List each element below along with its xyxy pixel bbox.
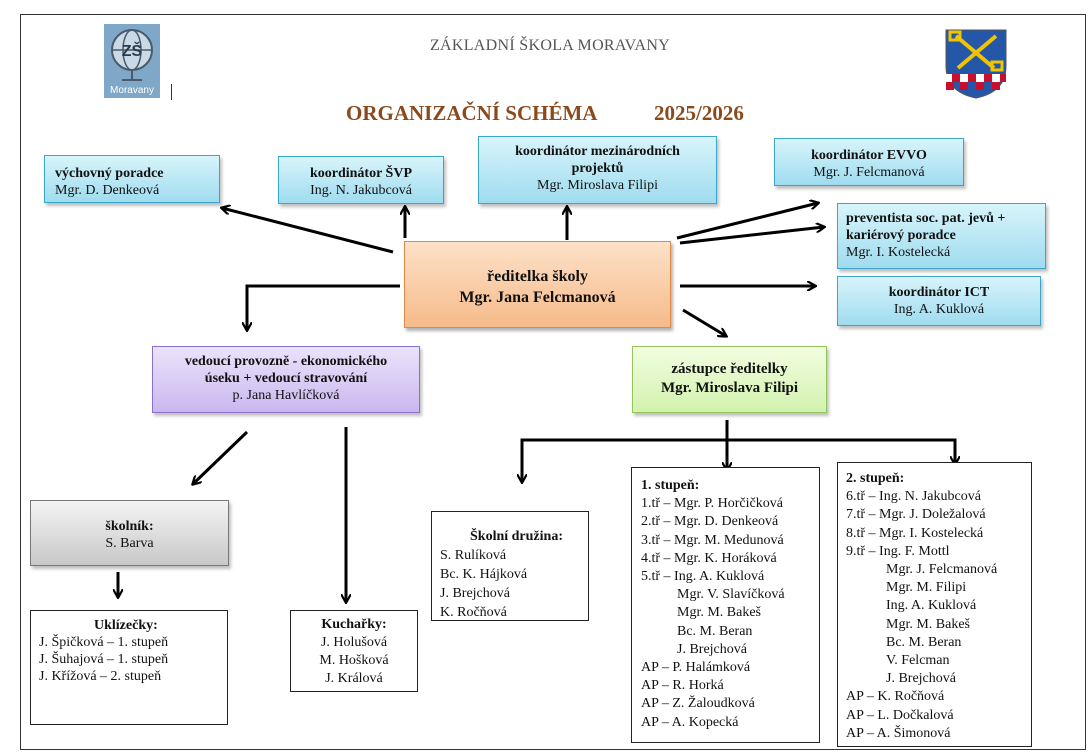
box-skolni-druzina: Školní družina: S. Rulíková Bc. K. Hájko…	[431, 511, 589, 621]
druzina-item: Bc. K. Hájková	[440, 567, 528, 582]
box-koordinator-evvo: koordinátor EVVO Mgr. J. Felcmanová	[774, 138, 964, 186]
kucharky-title: Kuchařky:	[321, 617, 387, 632]
prevence-role-2: kariérový poradce	[846, 228, 956, 243]
logo-letters: ZŠ	[122, 41, 143, 60]
druzina-item: S. Rulíková	[440, 548, 507, 563]
zastupce-role: zástupce ředitelky	[671, 361, 788, 377]
zastupce-name: Mgr. Miroslava Filipi	[660, 380, 799, 396]
prevence-name: Mgr. I. Kostelecká	[846, 245, 951, 260]
stupen2-teacher: Bc. M. Beran	[886, 634, 962, 650]
stupen2-class: 7.tř – Mgr. J. Doležalová	[846, 507, 986, 523]
school-year: 2025/2026	[654, 101, 744, 125]
stupen1-teacher: Mgr. M. Bakeš	[677, 605, 761, 621]
uklizecka-item: J. Křížová – 2. stupeň	[39, 669, 162, 684]
box-kucharky: Kuchařky: J. Holušová M. Hošková J. Král…	[290, 610, 418, 692]
prevence-role-1: preventista soc. pat. jevů +	[846, 211, 1006, 226]
stupen1-ap: AP – R. Horká	[641, 678, 724, 694]
uklizecka-item: J. Špičková – 1. stupeň	[39, 635, 169, 650]
skolnik-name: S. Barva	[105, 536, 154, 551]
stupen1-class: 3.tř – Mgr. M. Medunová	[641, 532, 784, 548]
box-zastupce: zástupce ředitelky Mgr. Miroslava Filipi	[632, 346, 827, 413]
kucharka-item: J. Holušová	[320, 635, 388, 650]
stupen2-teacher: Mgr. M. Bakeš	[886, 616, 970, 632]
box-koordinator-mezinarodnich: koordinátor mezinárodních projektů Mgr. …	[478, 136, 717, 204]
druzina-item: J. Brejchová	[440, 586, 510, 601]
mezinarodni-role-2: projektů	[571, 161, 624, 176]
box-koordinator-ict: koordinátor ICT Ing. A. Kuklová	[837, 276, 1041, 326]
box-koordinator-svp: koordinátor ŠVP Ing. N. Jakubcová	[278, 156, 444, 204]
box-druhy-stupen: 2. stupeň: 6.tř – Ing. N. Jakubcová 7.tř…	[837, 462, 1032, 747]
ict-role: koordinátor ICT	[888, 285, 990, 300]
box-skolnik: školník: S. Barva	[30, 500, 229, 566]
school-logo: ZŠ Moravany	[104, 24, 160, 98]
arrow-provoz	[247, 284, 400, 330]
director-role: ředitelka školy	[487, 268, 588, 285]
ict-name: Ing. A. Kuklová	[893, 302, 985, 317]
box-preventista: preventista soc. pat. jevů + kariérový p…	[837, 203, 1046, 269]
evvo-role: koordinátor EVVO	[811, 148, 927, 163]
stupen1-teacher: J. Brejchová	[677, 641, 747, 657]
stupen1-class: 4.tř – Mgr. K. Horáková	[641, 550, 777, 566]
box-vychovny-poradce: výchovný poradce Mgr. D. Denkeová	[44, 155, 220, 203]
stupen2-teacher: V. Felcman	[886, 653, 950, 669]
arrow-vychovny	[222, 208, 394, 254]
stupen2-ap: AP – A. Šimonová	[846, 725, 951, 741]
stupen2-teacher: Mgr. J. Felcmanová	[886, 562, 998, 578]
druzina-item: K. Ročňová	[440, 605, 507, 620]
uklizecka-item: J. Šuhajová – 1. stupeň	[39, 652, 169, 667]
box-uklizecky: Uklízečky: J. Špičková – 1. stupeň J. Šu…	[30, 610, 228, 725]
stupen2-ap: AP – L. Dočkalová	[846, 707, 954, 723]
mezinarodni-name: Mgr. Miroslava Filipi	[537, 178, 658, 193]
cursor-mark	[171, 84, 172, 100]
vychovny-role: výchovný poradce	[55, 166, 164, 181]
box-reditelka: ředitelka školy Mgr. Jana Felcmanová	[404, 241, 671, 328]
arrow-stupen2	[727, 438, 955, 464]
stupen2-ap: AP – K. Ročňová	[846, 689, 945, 705]
stupen2-teacher: Mgr. M. Filipi	[886, 580, 967, 596]
school-name: ZÁKLADNÍ ŠKOLA MORAVANY	[429, 37, 671, 54]
arrow-zastupce	[682, 308, 726, 336]
page-frame	[20, 14, 1086, 750]
coat-of-arms-icon	[944, 28, 1008, 100]
uklizecky-title: Uklízečky:	[94, 618, 158, 633]
stupen2-class: 8.tř – Mgr. I. Kostelecká	[846, 525, 984, 541]
stupen1-title: 1. stupeň:	[641, 478, 700, 493]
provoz-role-1: vedoucí provozně - ekonomického	[184, 354, 388, 369]
stupen1-ap: AP – P. Halámková	[641, 660, 751, 676]
kucharka-item: J. Králová	[325, 671, 383, 686]
stupen2-title: 2. stupeň:	[846, 471, 905, 486]
stupen1-class: 5.tř – Ing. A. Kuklová	[641, 569, 765, 585]
page-title: ORGANIZAČNÍ SCHÉMA	[346, 101, 598, 125]
provoz-name: p. Jana Havlíčková	[232, 388, 340, 403]
stupen1-class: 1.tř – Mgr. P. Horčičková	[641, 496, 783, 512]
stupen1-class: 2.tř – Mgr. D. Denkeová	[641, 514, 779, 530]
stupen1-teacher: Bc. M. Beran	[677, 623, 753, 639]
evvo-name: Mgr. J. Felcmanová	[813, 165, 925, 180]
svp-role: koordinátor ŠVP	[309, 166, 413, 181]
mezinarodni-role-1: koordinátor mezinárodních	[515, 144, 680, 159]
skolnik-role: školník:	[105, 519, 154, 534]
arrow-prevence	[679, 227, 824, 245]
stupen2-class: 9.tř – Ing. F. Mottl	[846, 543, 950, 559]
arrow-druzina	[522, 438, 727, 482]
stupen1-ap: AP – A. Kopecká	[641, 714, 739, 730]
stupen2-teacher: Ing. A. Kuklová	[886, 598, 977, 614]
box-vedouci-provozne: vedoucí provozně - ekonomického úseku + …	[152, 346, 420, 413]
box-prvni-stupen: 1. stupeň: 1.tř – Mgr. P. Horčičková 2.t…	[631, 467, 820, 743]
provoz-role-2: úseku + vedoucí stravování	[204, 371, 368, 386]
stupen1-ap: AP – Z. Žaloudková	[641, 696, 755, 712]
kucharka-item: M. Hošková	[319, 653, 389, 668]
globe-icon: ZŠ	[111, 29, 153, 81]
druzina-title: Školní družina:	[470, 529, 563, 544]
svp-name: Ing. N. Jakubcová	[310, 183, 412, 198]
stupen2-teacher: J. Brejchová	[886, 671, 956, 687]
vychovny-name: Mgr. D. Denkeová	[55, 183, 160, 198]
arrow-evvo	[676, 203, 818, 240]
logo-text: Moravany	[110, 85, 154, 96]
arrow-skolnik	[193, 430, 249, 484]
director-name: Mgr. Jana Felcmanová	[459, 289, 616, 306]
stupen2-class: 6.tř – Ing. N. Jakubcová	[846, 489, 981, 505]
stupen1-teacher: Mgr. V. Slavíčková	[677, 587, 785, 603]
